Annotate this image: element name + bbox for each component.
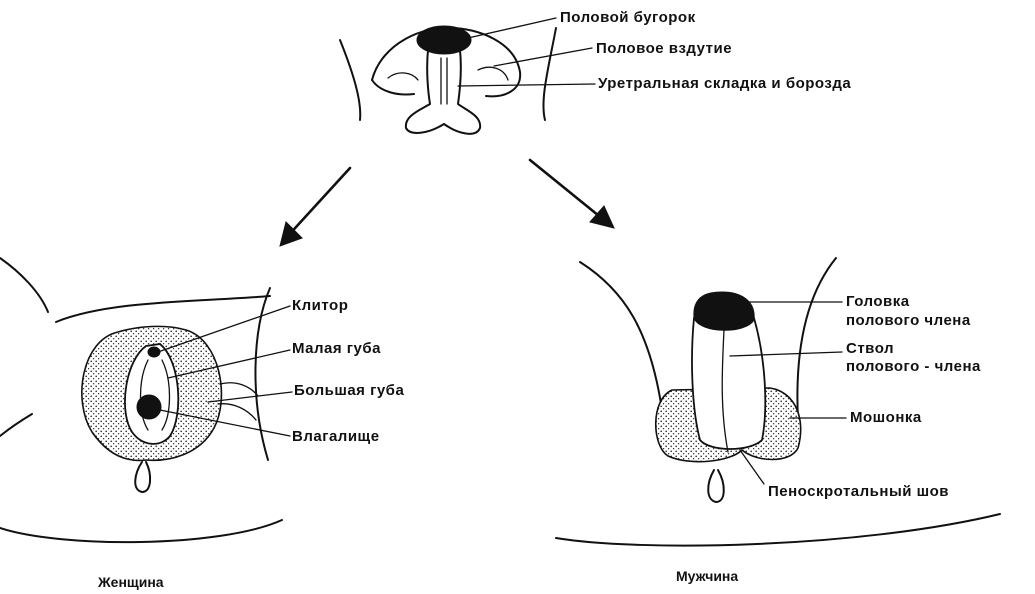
arrow-to-female bbox=[280, 168, 350, 246]
female-figure bbox=[0, 258, 282, 542]
indifferent-stage-figure bbox=[340, 26, 556, 134]
male-figure bbox=[556, 258, 1000, 546]
label-genital-swelling: Половое вздутие bbox=[596, 40, 732, 57]
label-shaft-line1: Ствол bbox=[846, 340, 894, 357]
vagina-shape bbox=[137, 395, 161, 419]
label-genital-tubercle: Половой бугорок bbox=[560, 9, 696, 26]
female-buttock-line bbox=[0, 520, 282, 542]
label-vagina: Влагалище bbox=[292, 428, 380, 445]
male-anus bbox=[708, 470, 724, 502]
top-leader-lines bbox=[458, 18, 595, 86]
label-scrotum: Мошонка bbox=[850, 409, 922, 426]
caption-female: Женщина bbox=[98, 574, 164, 590]
penis-shaft bbox=[692, 318, 765, 449]
male-thigh-left bbox=[580, 262, 662, 410]
glans-shape bbox=[694, 292, 754, 330]
thigh-left-top bbox=[340, 40, 360, 120]
label-penoscrotal-raphe: Пеноскротальный шов bbox=[768, 483, 949, 500]
male-thigh-right bbox=[797, 258, 836, 420]
thigh-right-top bbox=[543, 28, 556, 120]
caption-male: Мужчина bbox=[676, 568, 738, 584]
label-glans-line1: Головка bbox=[846, 293, 910, 310]
female-anus bbox=[135, 462, 150, 492]
label-glans-line2: полового члена bbox=[846, 312, 971, 329]
arrow-to-male bbox=[530, 160, 614, 228]
label-labia-majora: Большая губа bbox=[294, 382, 404, 399]
genital-tubercle-shape bbox=[417, 26, 471, 54]
male-buttock-line bbox=[556, 514, 1000, 546]
female-thigh-left bbox=[0, 258, 48, 312]
label-urethral-fold: Уретральная складка и борозда bbox=[598, 75, 851, 92]
label-labia-minora: Малая губа bbox=[292, 340, 381, 357]
label-shaft-line2: полового - члена bbox=[846, 358, 981, 375]
label-clitoris: Клитор bbox=[292, 297, 348, 314]
